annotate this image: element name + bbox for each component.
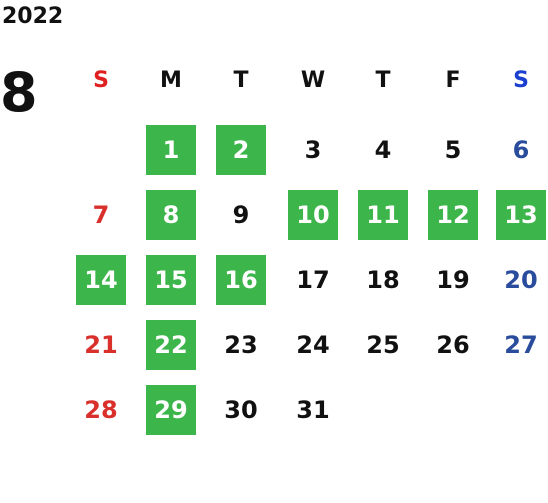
day-cell-15[interactable]: 15 [146,255,196,305]
day-cell-18[interactable]: 18 [366,266,400,294]
weekday-header-mon: M [160,68,182,93]
day-cell-14[interactable]: 14 [76,255,126,305]
day-cell-11[interactable]: 11 [358,190,408,240]
year-label: 2022 [2,4,64,29]
day-cell-30[interactable]: 30 [224,396,258,424]
day-cell-23[interactable]: 23 [224,331,258,359]
weekday-header-fri: F [445,68,461,93]
day-cell-24[interactable]: 24 [296,331,330,359]
day-cell-1[interactable]: 1 [146,125,196,175]
day-cell-6[interactable]: 6 [512,136,530,164]
day-cell-16[interactable]: 16 [216,255,266,305]
day-cell-26[interactable]: 26 [436,331,470,359]
day-cell-9[interactable]: 9 [232,201,250,229]
day-cell-4[interactable]: 4 [374,136,392,164]
day-cell-20[interactable]: 20 [504,266,538,294]
day-cell-3[interactable]: 3 [304,136,322,164]
day-cell-22[interactable]: 22 [146,320,196,370]
day-cell-17[interactable]: 17 [296,266,330,294]
day-cell-25[interactable]: 25 [366,331,400,359]
day-cell-2[interactable]: 2 [216,125,266,175]
weekday-header-wed: W [300,68,326,93]
day-cell-8[interactable]: 8 [146,190,196,240]
weekday-header-sat: S [513,68,529,93]
day-cell-28[interactable]: 28 [84,396,118,424]
day-cell-27[interactable]: 27 [504,331,538,359]
day-cell-31[interactable]: 31 [296,396,330,424]
weekday-header-thu: T [375,68,391,93]
month-number: 8 [0,61,38,124]
day-cell-10[interactable]: 10 [288,190,338,240]
day-cell-29[interactable]: 29 [146,385,196,435]
day-cell-19[interactable]: 19 [436,266,470,294]
day-cell-21[interactable]: 21 [84,331,118,359]
day-cell-13[interactable]: 13 [496,190,546,240]
day-cell-12[interactable]: 12 [428,190,478,240]
day-cell-5[interactable]: 5 [444,136,462,164]
weekday-header-tue: T [233,68,249,93]
day-cell-7[interactable]: 7 [92,201,110,229]
weekday-header-sun: S [93,68,109,93]
